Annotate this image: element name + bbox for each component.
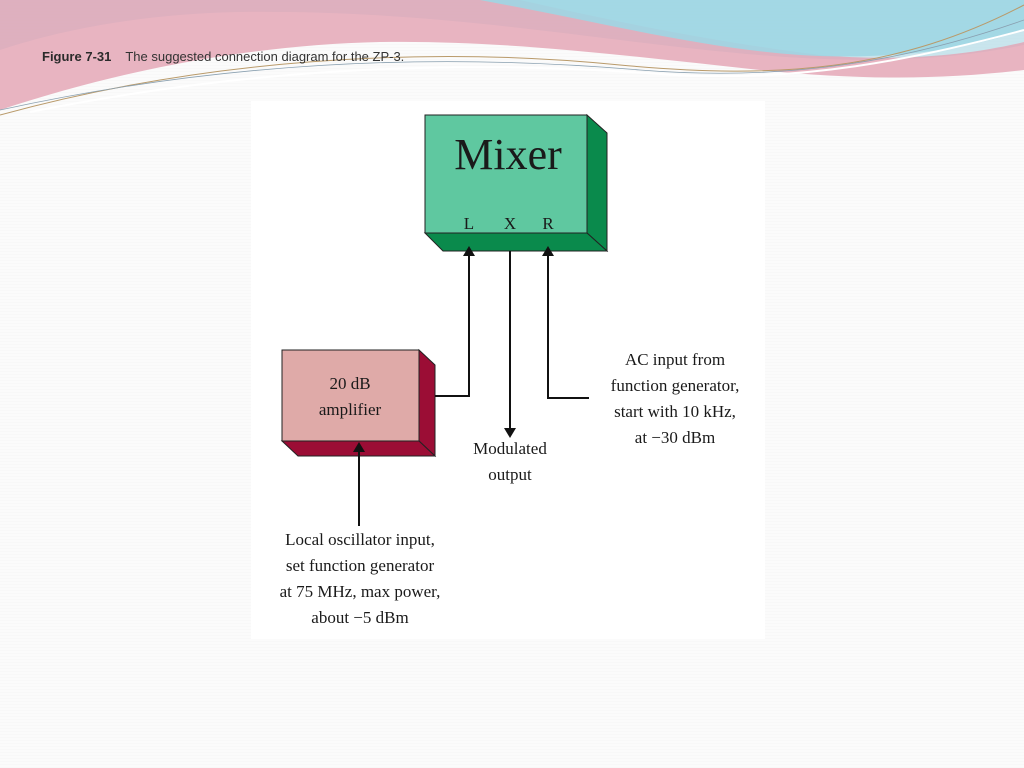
figure-caption-text: The suggested connection diagram for the… xyxy=(125,49,405,64)
mixer-block-side xyxy=(586,113,608,253)
mixer-port-l: L xyxy=(464,214,474,233)
decorative-banner xyxy=(0,0,1024,116)
mixer-title: Mixer xyxy=(454,130,562,179)
banner-line-2 xyxy=(0,19,1024,111)
ac-input-to-mixer-r-wire xyxy=(542,246,589,399)
banner-wave-pink xyxy=(0,0,1024,110)
banner-line-3 xyxy=(29,29,1024,113)
local-oscillator-line4: about −5 dBm xyxy=(311,608,408,627)
figure-caption: Figure 7-31 The suggested connection diag… xyxy=(42,49,404,64)
amplifier-to-mixer-l-wire xyxy=(435,246,475,397)
amplifier-label-line2: amplifier xyxy=(319,400,382,419)
mixer-port-r: R xyxy=(542,214,554,233)
ac-input-line4: at −30 dBm xyxy=(635,428,715,447)
figure-panel: Mixer L X R 20 dB amplifier Modulated ou… xyxy=(251,101,765,639)
banner-line-1 xyxy=(0,4,1024,116)
banner-wave-teal xyxy=(480,0,1024,57)
modulated-output-line1: Modulated xyxy=(473,439,547,458)
amplifier-block: 20 dB amplifier xyxy=(280,348,437,458)
mixer-block: Mixer L X R xyxy=(423,113,609,253)
local-oscillator-line1: Local oscillator input, xyxy=(285,530,435,549)
ac-input-line3: start with 10 kHz, xyxy=(614,402,736,421)
mixer-block-face xyxy=(424,114,588,234)
figure-label: Figure 7-31 xyxy=(42,49,112,64)
connection-diagram: Mixer L X R 20 dB amplifier Modulated ou… xyxy=(280,113,740,627)
ac-input-line2: function generator, xyxy=(611,376,740,395)
amplifier-block-face xyxy=(281,349,420,442)
ac-input-line1: AC input from xyxy=(625,350,725,369)
amplifier-label-line1: 20 dB xyxy=(329,374,370,393)
mixer-port-x: X xyxy=(504,214,516,233)
local-oscillator-line3: at 75 MHz, max power, xyxy=(280,582,441,601)
amplifier-block-side xyxy=(418,348,436,458)
local-oscillator-line2: set function generator xyxy=(286,556,435,575)
modulated-output-line2: output xyxy=(488,465,532,484)
mixer-block-bottom xyxy=(423,232,609,252)
